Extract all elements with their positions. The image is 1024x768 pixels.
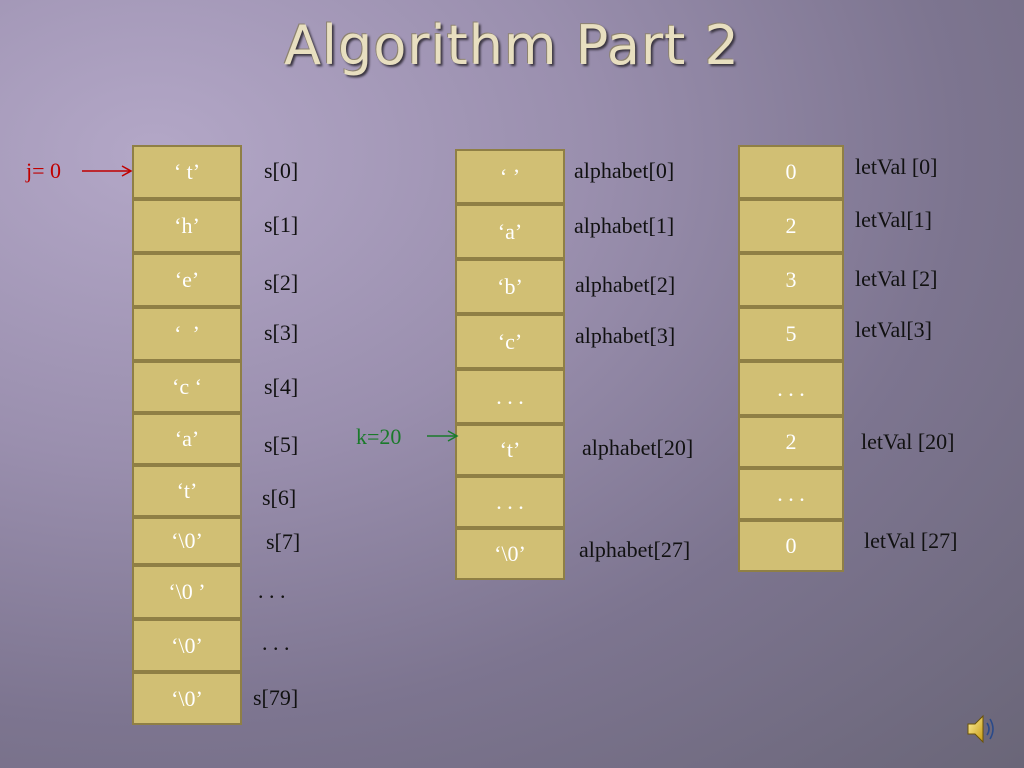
alphabet-cell-2: ‘b’ (455, 259, 565, 314)
alphabet-label-0: alphabet[0] (574, 158, 675, 183)
s-label-5: s[5] (264, 432, 299, 457)
s-label-4: s[4] (264, 374, 299, 399)
letval-label-3: letVal[3] (855, 317, 932, 342)
s-cell-3: ‘ ’ (132, 307, 242, 361)
slide-title: Algorithm Part 2 (284, 14, 740, 77)
s-label-0: s[0] (264, 158, 299, 183)
alphabet-label-1: alphabet[1] (574, 213, 675, 238)
alphabet-cell-3: ‘c’ (455, 314, 565, 369)
j-pointer-arrow (82, 165, 133, 177)
s-label-7: s[7] (266, 529, 301, 554)
letval-label-2: letVal [2] (855, 266, 938, 291)
alphabet-label-3: alphabet[3] (575, 323, 676, 348)
letval-cell-2: 3 (738, 253, 844, 307)
s-cell-6: ‘t’ (132, 465, 242, 517)
s-cell-5: ‘a’ (132, 413, 242, 465)
j-pointer-label: j= 0 (26, 158, 62, 183)
alphabet-label-5: alphabet[20] (582, 435, 694, 460)
s-cell-1: ‘h’ (132, 199, 242, 253)
letval-cell-7: 0 (738, 520, 844, 572)
s-cell-7: ‘\0’ (132, 517, 242, 565)
k-pointer-arrow (427, 430, 459, 442)
s-label-1: s[1] (264, 212, 299, 237)
s-cell-0: ‘ t’ (132, 145, 242, 199)
alphabet-cell-1: ‘a’ (455, 204, 565, 259)
alphabet-cell-5: ‘t’ (455, 424, 565, 476)
letval-label-1: letVal[1] (855, 207, 932, 232)
s-label-9: . . . (262, 630, 290, 655)
letval-label-0: letVal [0] (855, 154, 938, 179)
letval-cell-5: 2 (738, 416, 844, 468)
s-cell-4: ‘c ‘ (132, 361, 242, 413)
s-label-3: s[3] (264, 320, 299, 345)
speaker-icon[interactable] (966, 712, 996, 746)
s-cell-9: ‘\0’ (132, 619, 242, 672)
alphabet-cell-6: . . . (455, 476, 565, 528)
alphabet-cell-0: ‘ ’ (455, 149, 565, 204)
alphabet-cell-4: . . . (455, 369, 565, 424)
k-pointer-label: k=20 (356, 424, 402, 449)
letval-cell-6: . . . (738, 468, 844, 520)
s-label-8: . . . (258, 578, 286, 603)
alphabet-label-2: alphabet[2] (575, 272, 676, 297)
letval-cell-1: 2 (738, 199, 844, 253)
s-cell-2: ‘e’ (132, 253, 242, 307)
s-cell-8: ‘\0 ’ (132, 565, 242, 619)
letval-cell-0: 0 (738, 145, 844, 199)
letval-label-5: letVal [20] (861, 429, 955, 454)
letval-label-7: letVal [27] (864, 528, 958, 553)
letval-cell-3: 5 (738, 307, 844, 361)
s-label-2: s[2] (264, 270, 299, 295)
alphabet-cell-7: ‘\0’ (455, 528, 565, 580)
s-label-6: s[6] (262, 485, 297, 510)
letval-cell-4: . . . (738, 361, 844, 416)
s-label-10: s[79] (253, 685, 299, 710)
s-cell-10: ‘\0’ (132, 672, 242, 725)
alphabet-label-7: alphabet[27] (579, 537, 691, 562)
